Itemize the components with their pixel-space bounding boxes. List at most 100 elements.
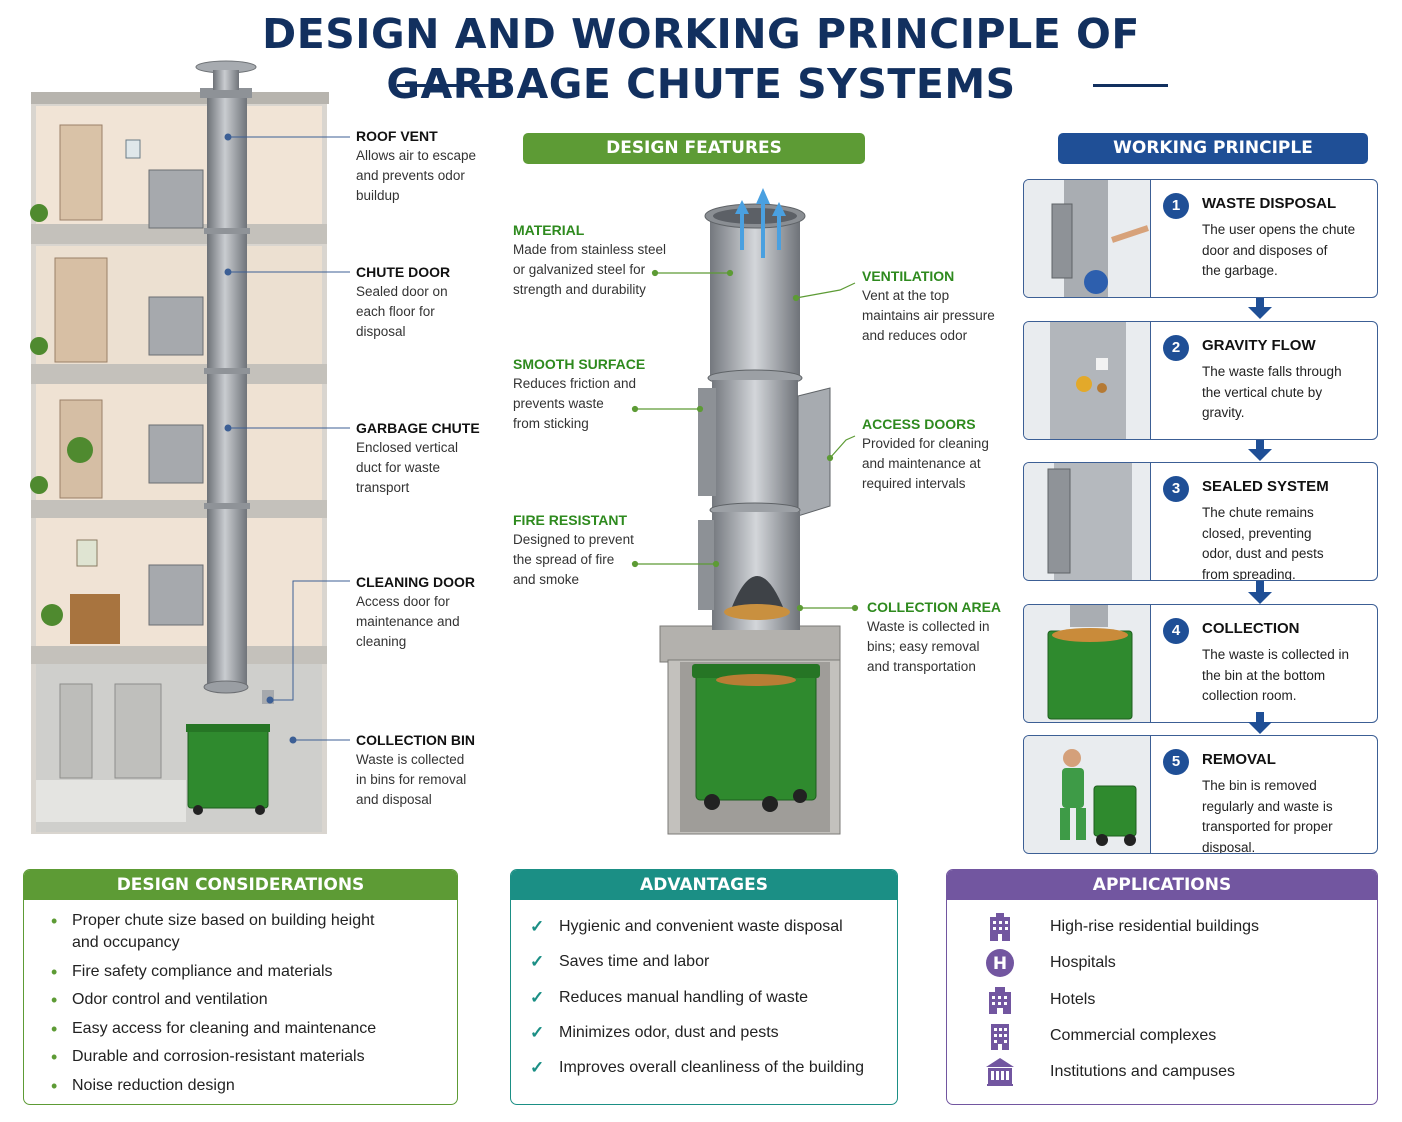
consideration-text: Noise reduction design — [72, 1076, 235, 1094]
material-desc: Made from stainless steel or galvanized … — [513, 242, 667, 297]
step-5-title: REMOVAL — [1202, 751, 1276, 768]
application-item: H Hospitals — [947, 949, 1377, 978]
step-gravity-flow: 2 GRAVITY FLOW The waste falls through t… — [1023, 321, 1378, 440]
bullet-icon: • — [51, 1075, 58, 1096]
access-doors-label: ACCESS DOORS Provided for cleaning and m… — [862, 414, 1012, 494]
step-removal: 5 REMOVAL The bin is removed regularly a… — [1023, 735, 1378, 854]
application-text: High-rise residential buildings — [1050, 918, 1259, 935]
cleaning-door-desc: Access door for maintenance and cleaning — [356, 594, 460, 649]
building-icon — [990, 913, 1010, 941]
step-arrow-2-down — [1248, 449, 1272, 461]
smooth-surface-title: SMOOTH SURFACE — [513, 356, 646, 372]
building-cross-section-illustration — [30, 60, 350, 834]
application-text: Hospitals — [1050, 954, 1116, 972]
fire-resistant-desc: Designed to prevent the spread of fire a… — [513, 532, 634, 587]
bullet-icon: • — [51, 1018, 58, 1039]
consideration-item: •Durable and corrosion-resistant materia… — [24, 1046, 457, 1068]
application-item: Hotels — [947, 986, 1377, 1014]
collection-area-label: COLLECTION AREA Waste is collected in bi… — [867, 597, 1017, 677]
step-1-title: WASTE DISPOSAL — [1202, 195, 1337, 212]
application-item: Institutions and campuses — [947, 1058, 1377, 1087]
collection-area-desc: Waste is collected in bins; easy removal… — [867, 619, 990, 674]
step-2-number: 2 — [1163, 335, 1189, 361]
page-title-line-1: DESIGN AND WORKING PRINCIPLE OF — [262, 10, 1140, 58]
step-1-desc: The user opens the chute door and dispos… — [1202, 222, 1356, 278]
application-text: Hotels — [1050, 990, 1096, 1008]
step-4-desc: The waste is collected in the bin at the… — [1202, 647, 1350, 703]
step-sealed-system: 3 SEALED SYSTEM The chute remains closed… — [1023, 462, 1378, 581]
collection-bin-label: COLLECTION BIN Waste is collected in bin… — [356, 730, 486, 810]
chute-cutaway-illustration — [631, 188, 859, 835]
application-text: Institutions and campuses — [1050, 1063, 1235, 1081]
advantage-text: Improves overall cleanliness of the buil… — [559, 1059, 865, 1077]
ventilation-label: VENTILATION Vent at the top maintains ai… — [862, 266, 1012, 346]
design-considerations-header: DESIGN CONSIDERATIONS — [24, 870, 457, 900]
step-arrow-stem-2 — [1256, 440, 1264, 450]
applications-header: APPLICATIONS — [947, 870, 1377, 900]
advantage-text: Saves time and labor — [559, 953, 710, 971]
collection-bin-title: COLLECTION BIN — [356, 732, 475, 748]
step-1-illustration — [1024, 180, 1151, 297]
step-arrow-stem-4 — [1256, 712, 1264, 723]
institution-icon — [986, 1058, 1014, 1087]
consideration-item: • Noise reduction design — [24, 1075, 457, 1097]
checkmark-icon: ✓ — [530, 952, 545, 972]
svg-text:H: H — [993, 954, 1007, 974]
design-considerations-panel: DESIGN CONSIDERATIONS • Proper chute size… — [23, 869, 458, 1105]
advantage-text: Hygienic and convenient waste disposal — [559, 918, 843, 935]
checkmark-icon: ✓ — [530, 917, 545, 936]
collection-bin-desc: Waste is collected in bins for removal a… — [356, 752, 467, 807]
access-doors-title: ACCESS DOORS — [862, 416, 976, 432]
title-rule-right — [1093, 84, 1168, 87]
bullet-icon: • — [51, 961, 58, 982]
hotel-icon — [989, 986, 1011, 1014]
smooth-surface-desc: Reduces friction and prevents waste from… — [513, 376, 637, 431]
step-4-illustration — [1024, 605, 1151, 722]
step-5-illustration — [1024, 736, 1151, 853]
step-2-desc: The waste falls through the vertical chu… — [1202, 364, 1342, 420]
consideration-item: •Odor control and ventilation — [24, 989, 457, 1011]
consideration-item: •Fire safety compliance and materials — [24, 961, 457, 983]
step-5-desc: The bin is removed regularly and waste i… — [1202, 778, 1333, 854]
title-rule-left — [397, 84, 491, 87]
cleaning-door-title: CLEANING DOOR — [356, 574, 475, 590]
consideration-text: Proper chute size based on building heig… — [72, 912, 375, 951]
checkmark-icon: ✓ — [530, 987, 545, 1007]
consideration-item: • Proper chute size based on building hei… — [24, 910, 457, 954]
application-item: High-rise residential buildings — [947, 913, 1377, 941]
checkmark-icon: ✓ — [530, 1058, 545, 1078]
consideration-text: Easy access for cleaning and maintenance — [72, 1019, 377, 1037]
advantage-item: ✓ Saves time and labor — [511, 951, 897, 973]
step-4-number: 4 — [1163, 618, 1189, 644]
advantage-text: Minimizes odor, dust and pests — [559, 1023, 779, 1041]
advantages-header: ADVANTAGES — [511, 870, 897, 900]
consideration-text: Odor control and ventilation — [72, 991, 268, 1008]
advantage-item: ✓Minimizes odor, dust and pests — [511, 1022, 897, 1044]
hospital-icon: H — [986, 949, 1014, 978]
advantage-item: ✓ Hygienic and convenient waste disposal — [511, 916, 897, 938]
step-4-title: COLLECTION — [1202, 620, 1300, 637]
advantage-text: Reduces manual handling of waste — [559, 988, 809, 1006]
access-doors-desc: Provided for cleaning and maintenance at… — [862, 436, 989, 491]
application-text: Commercial complexes — [1050, 1026, 1217, 1044]
step-2-title: GRAVITY FLOW — [1202, 337, 1316, 354]
roof-vent-desc: Allows air to escape and prevents odor b… — [356, 148, 477, 203]
consideration-item: • Easy access for cleaning and maintenanc… — [24, 1018, 457, 1040]
step-3-illustration — [1024, 463, 1151, 580]
bullet-icon: • — [51, 1047, 58, 1067]
chute-door-desc: Sealed door on each floor for disposal — [356, 284, 448, 339]
garbage-chute-desc: Enclosed vertical duct for waste transpo… — [356, 440, 459, 495]
ventilation-title: VENTILATION — [862, 268, 955, 284]
step-arrow-1-down — [1248, 307, 1272, 319]
step-arrow-stem-3 — [1256, 581, 1264, 593]
material-title: MATERIAL — [513, 222, 585, 238]
step-arrow-4-down — [1248, 722, 1272, 734]
step-arrow-3-down — [1248, 592, 1272, 604]
fire-resistant-title: FIRE RESISTANT — [513, 512, 628, 528]
page-title-line-2: GARBAGE CHUTE SYSTEMS — [386, 60, 1016, 108]
garbage-chute-label: GARBAGE CHUTE Enclosed vertical duct for… — [356, 418, 486, 498]
collection-area-title: COLLECTION AREA — [867, 599, 1002, 615]
bullet-icon: • — [51, 911, 58, 931]
smooth-surface-label: SMOOTH SURFACE Reduces friction and prev… — [513, 354, 673, 434]
step-waste-disposal: 1 WASTE DISPOSAL The user opens the chut… — [1023, 179, 1378, 298]
